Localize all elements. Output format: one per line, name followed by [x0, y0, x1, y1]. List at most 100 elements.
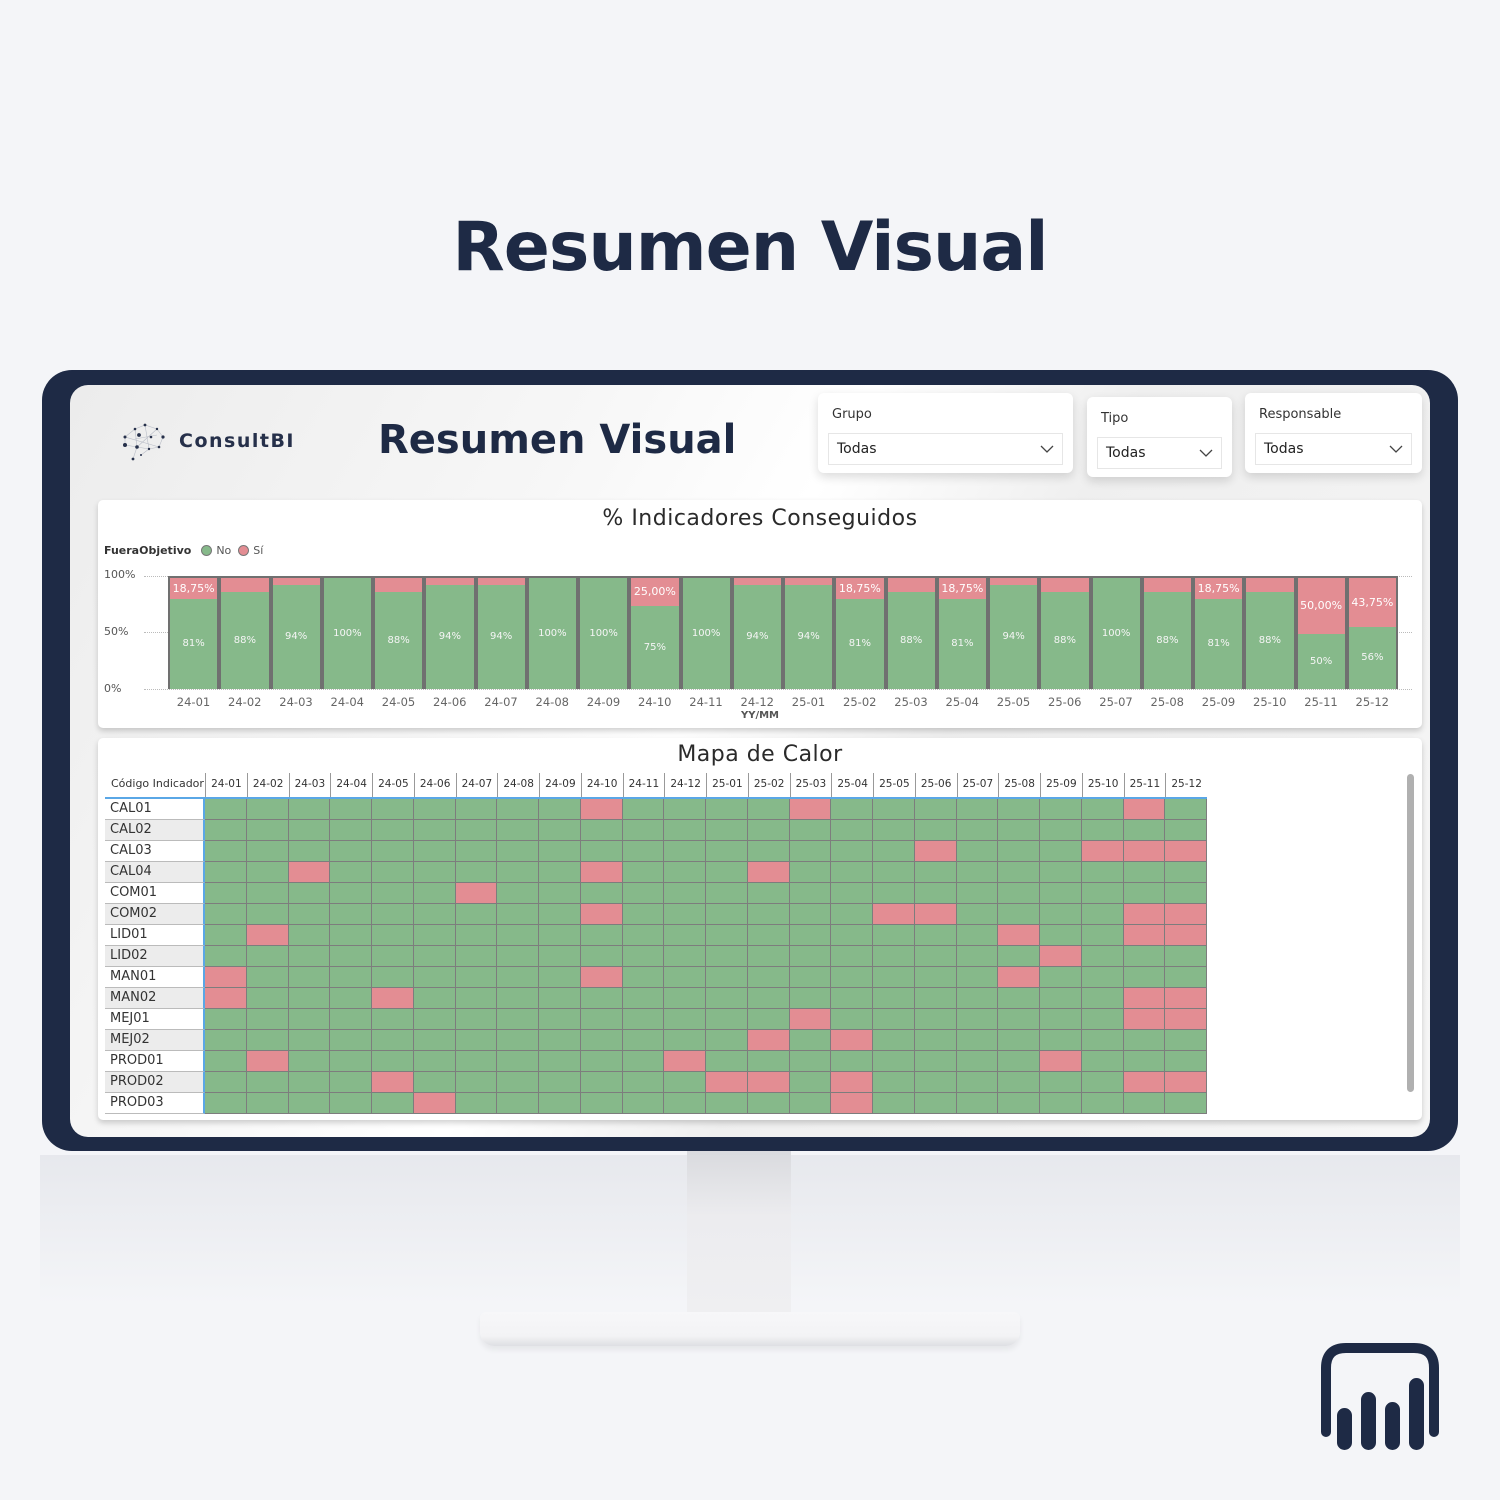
heatmap-cell[interactable] [372, 799, 414, 820]
heatmap-column-header[interactable]: 24-11 [622, 773, 665, 797]
heatmap-column-header[interactable]: 24-05 [372, 773, 414, 797]
bar-25-09[interactable]: 18,75%81% [1193, 576, 1245, 689]
heatmap-cell[interactable] [914, 883, 957, 904]
heatmap-cell[interactable] [706, 946, 748, 967]
heatmap-cell[interactable] [873, 1093, 915, 1114]
heatmap-cell[interactable] [372, 883, 414, 904]
heatmap-cell[interactable] [622, 946, 665, 967]
heatmap-cell[interactable] [664, 967, 706, 988]
heatmap-cell[interactable] [288, 1051, 331, 1072]
heatmap-cell[interactable] [747, 799, 790, 820]
heatmap-cell[interactable] [539, 925, 581, 946]
heatmap-cell[interactable] [789, 841, 832, 862]
heatmap-cell[interactable] [372, 1051, 414, 1072]
heatmap-cell[interactable] [1040, 862, 1082, 883]
heatmap-cell[interactable] [372, 988, 414, 1009]
heatmap-cell[interactable] [580, 862, 623, 883]
heatmap-cell[interactable] [205, 967, 247, 988]
heatmap-cell[interactable] [413, 799, 456, 820]
heatmap-cell[interactable] [413, 883, 456, 904]
heatmap-cell[interactable] [497, 841, 539, 862]
heatmap-cell[interactable] [413, 988, 456, 1009]
bar-24-04[interactable]: 100% [321, 576, 373, 689]
heatmap-cell[interactable] [288, 1093, 331, 1114]
heatmap-cell[interactable] [1040, 799, 1082, 820]
bar-24-09[interactable]: 100% [578, 576, 630, 689]
heatmap-cell[interactable] [1123, 1093, 1166, 1114]
heatmap-cell[interactable] [372, 1072, 414, 1093]
heatmap-cell[interactable] [497, 1051, 539, 1072]
heatmap-cell[interactable] [497, 967, 539, 988]
heatmap-cell[interactable] [1081, 820, 1124, 841]
heatmap-cell[interactable] [1165, 820, 1207, 841]
heatmap-cell[interactable] [330, 1072, 372, 1093]
heatmap-cell[interactable] [664, 925, 706, 946]
heatmap-cell[interactable] [288, 1030, 331, 1051]
heatmap-cell[interactable] [246, 946, 289, 967]
heatmap-cell[interactable] [539, 1072, 581, 1093]
heatmap-cell[interactable] [246, 862, 289, 883]
bar-24-05[interactable]: 88% [373, 576, 425, 689]
heatmap-cell[interactable] [330, 988, 372, 1009]
heatmap-cell[interactable] [413, 1051, 456, 1072]
bar-24-01[interactable]: 18,75%81% [168, 576, 220, 689]
bar-25-01[interactable]: 94% [783, 576, 835, 689]
heatmap-cell[interactable] [873, 1072, 915, 1093]
heatmap-cell[interactable] [747, 862, 790, 883]
heatmap-cell[interactable] [747, 820, 790, 841]
bar-25-02[interactable]: 18,75%81% [834, 576, 886, 689]
heatmap-cell[interactable] [580, 820, 623, 841]
heatmap-cell[interactable] [998, 946, 1040, 967]
heatmap-cell[interactable] [1040, 1051, 1082, 1072]
heatmap-row-label[interactable]: MAN01 [105, 967, 205, 988]
heatmap-cell[interactable] [1040, 820, 1082, 841]
heatmap-cell[interactable] [831, 1072, 873, 1093]
heatmap-cell[interactable] [372, 946, 414, 967]
heatmap-cell[interactable] [956, 841, 999, 862]
heatmap-cell[interactable] [998, 820, 1040, 841]
heatmap-cell[interactable] [1040, 841, 1082, 862]
heatmap-cell[interactable] [998, 925, 1040, 946]
heatmap-cell[interactable] [1123, 820, 1166, 841]
heatmap-cell[interactable] [205, 862, 247, 883]
heatmap-cell[interactable] [622, 799, 665, 820]
heatmap-cell[interactable] [831, 946, 873, 967]
heatmap-cell[interactable] [789, 967, 832, 988]
heatmap-cell[interactable] [831, 925, 873, 946]
heatmap-cell[interactable] [1040, 1093, 1082, 1114]
heatmap-cell[interactable] [372, 820, 414, 841]
bar-25-08[interactable]: 88% [1141, 576, 1193, 689]
heatmap-row-label[interactable]: COM02 [105, 904, 205, 925]
heatmap-cell[interactable] [1123, 988, 1166, 1009]
heatmap-cell[interactable] [873, 988, 915, 1009]
heatmap-cell[interactable] [622, 1072, 665, 1093]
heatmap-cell[interactable] [455, 862, 498, 883]
heatmap-cell[interactable] [497, 1009, 539, 1030]
heatmap-cell[interactable] [1165, 1051, 1207, 1072]
heatmap-column-header[interactable]: 25-06 [914, 773, 957, 797]
heatmap-cell[interactable] [706, 988, 748, 1009]
heatmap-cell[interactable] [288, 883, 331, 904]
heatmap-cell[interactable] [372, 1093, 414, 1114]
bar-24-03[interactable]: 94% [270, 576, 322, 689]
heatmap-cell[interactable] [539, 904, 581, 925]
heatmap-cell[interactable] [580, 904, 623, 925]
heatmap-cell[interactable] [706, 1093, 748, 1114]
heatmap-cell[interactable] [747, 925, 790, 946]
heatmap-cell[interactable] [914, 925, 957, 946]
heatmap-cell[interactable] [873, 904, 915, 925]
heatmap-cell[interactable] [288, 841, 331, 862]
heatmap-column-header[interactable]: 24-09 [539, 773, 581, 797]
heatmap-cell[interactable] [998, 1030, 1040, 1051]
heatmap-cell[interactable] [664, 883, 706, 904]
heatmap-cell[interactable] [747, 1093, 790, 1114]
heatmap-cell[interactable] [1165, 841, 1207, 862]
heatmap-column-header[interactable]: 24-07 [455, 773, 498, 797]
heatmap-cell[interactable] [998, 967, 1040, 988]
heatmap-cell[interactable] [1165, 1009, 1207, 1030]
heatmap-cell[interactable] [455, 841, 498, 862]
heatmap-cell[interactable] [998, 883, 1040, 904]
heatmap-cell[interactable] [246, 1072, 289, 1093]
heatmap-cell[interactable] [288, 946, 331, 967]
heatmap-column-header[interactable]: 25-09 [1040, 773, 1082, 797]
